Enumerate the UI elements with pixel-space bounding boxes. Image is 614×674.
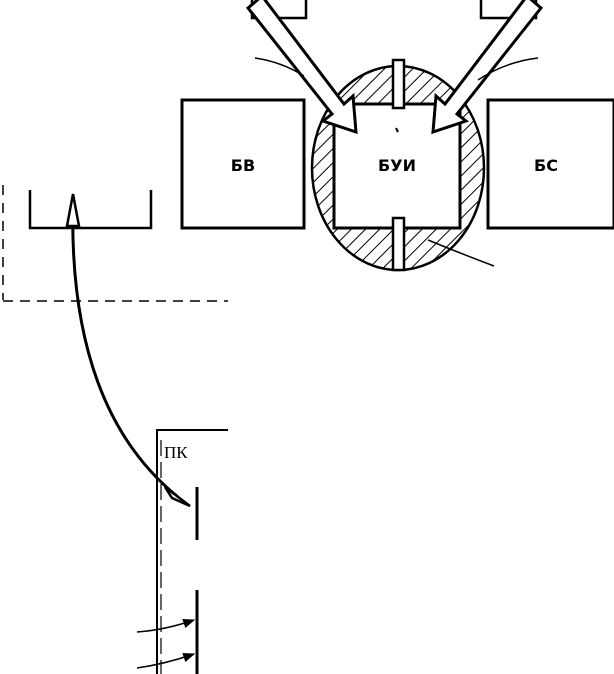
bv-box (180, 98, 306, 230)
label-pk: ПК (164, 443, 188, 462)
label-bui: БУИ (378, 156, 416, 175)
curved-double-arrow (71, 201, 179, 499)
leader-bottom-hatch (427, 239, 495, 267)
bui-bottom-slot (391, 216, 406, 272)
bui-top-slot (391, 58, 406, 110)
curved-arrow-head-top (65, 193, 81, 228)
leader-right-arrow (477, 57, 539, 81)
label-bs: БС (534, 156, 558, 175)
bs-box (486, 98, 614, 230)
bui-center-dot (395, 127, 399, 133)
right-hollow-arrow (431, 0, 544, 135)
left-hollow-arrow (245, 0, 358, 135)
label-bv: БВ (231, 156, 255, 175)
leader-left-arrow (254, 57, 305, 77)
pk-block-outline (156, 429, 228, 674)
small-arrow-upper (136, 618, 196, 633)
small-arrow-lower (136, 652, 196, 669)
curved-arrow-head-bottom (163, 486, 191, 508)
left-tray (28, 190, 153, 230)
